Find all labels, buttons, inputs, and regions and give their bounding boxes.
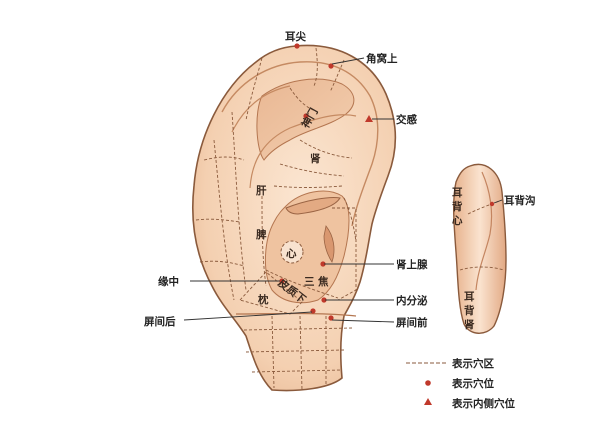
inner-point-jiao-gan bbox=[365, 115, 373, 122]
back-ear-outline bbox=[452, 163, 507, 334]
legend-point-label: 表示穴位 bbox=[451, 377, 494, 390]
legend-point-swatch bbox=[425, 380, 431, 386]
point-yuan-zhong bbox=[279, 278, 285, 284]
label-er-bei-shen-3: 肾 bbox=[464, 318, 475, 331]
leader-er-bei-gou bbox=[493, 199, 503, 204]
leader-ping-jian-hou bbox=[183, 311, 313, 321]
label-jiao-gan: 交感 bbox=[396, 113, 417, 126]
point-shen-shang-xian bbox=[320, 261, 326, 267]
label-nei-fen-mi: 内分泌 bbox=[396, 294, 428, 307]
point-xin bbox=[280, 240, 304, 264]
label-jiao-wo-shang: 角窝上 bbox=[366, 52, 398, 65]
label-zhen: 枕 bbox=[258, 293, 269, 306]
label-er-jian: 耳尖 bbox=[285, 30, 306, 43]
label-er-bei-shen-1: 耳 bbox=[464, 291, 475, 303]
label-er-bei-gou: 耳背沟 bbox=[504, 194, 536, 207]
label-er-bei-xin-2: 背 bbox=[452, 200, 463, 213]
point-shen-men bbox=[303, 113, 309, 119]
back-ear-ridge bbox=[475, 171, 493, 291]
label-san: 三 bbox=[304, 276, 315, 288]
concha bbox=[264, 190, 350, 304]
label-gan: 肝 bbox=[256, 185, 267, 197]
tragus bbox=[323, 225, 335, 263]
legend-zone-label: 表示穴区 bbox=[451, 357, 494, 370]
label-yuan-zhong: 缘中 bbox=[158, 275, 179, 288]
label-shen: 肾 bbox=[310, 152, 321, 165]
label-ping-jian-hou: 屏间后 bbox=[143, 315, 176, 328]
label-er-bei-shen-2: 背 bbox=[464, 304, 475, 317]
back-ear: 耳 背 心 耳背沟 耳 背 肾 bbox=[452, 163, 536, 334]
leader-ping-jian-qian bbox=[331, 319, 395, 323]
label-shen-shang-xian: 肾上腺 bbox=[396, 258, 428, 271]
point-jiao-wo-shang bbox=[328, 63, 334, 69]
point-ping-jian-hou bbox=[310, 308, 316, 314]
legend: 表示穴区 表示穴位 表示内侧穴位 bbox=[406, 357, 515, 410]
helix-rim bbox=[221, 61, 379, 227]
label-er-bei-xin-1: 耳 bbox=[452, 187, 463, 199]
label-pi: 脾 bbox=[256, 228, 267, 241]
label-er-bei-xin-3: 心 bbox=[452, 215, 463, 227]
point-er-bei-gou bbox=[489, 201, 495, 207]
legend-inner-point-swatch bbox=[424, 398, 432, 405]
point-nei-fen-mi bbox=[321, 297, 327, 303]
front-ear: 神门 肾 肝 脾 心 三 焦 皮质下 枕 bbox=[183, 43, 397, 392]
leader-jiao-wo-shang bbox=[331, 57, 365, 65]
crus-of-helix bbox=[285, 197, 341, 215]
point-ping-jian-qian bbox=[328, 315, 334, 321]
label-xin: 心 bbox=[286, 248, 297, 260]
zone-lines bbox=[195, 47, 357, 391]
back-ear-zone-line bbox=[459, 266, 505, 271]
triangular-fossa bbox=[256, 78, 355, 161]
label-jiao: 焦 bbox=[317, 275, 329, 288]
legend-inner-point-label: 表示内侧穴位 bbox=[451, 397, 515, 410]
antihelix bbox=[231, 85, 357, 189]
label-ping-jian-qian: 屏间前 bbox=[395, 316, 428, 329]
point-er-jian bbox=[294, 43, 300, 49]
